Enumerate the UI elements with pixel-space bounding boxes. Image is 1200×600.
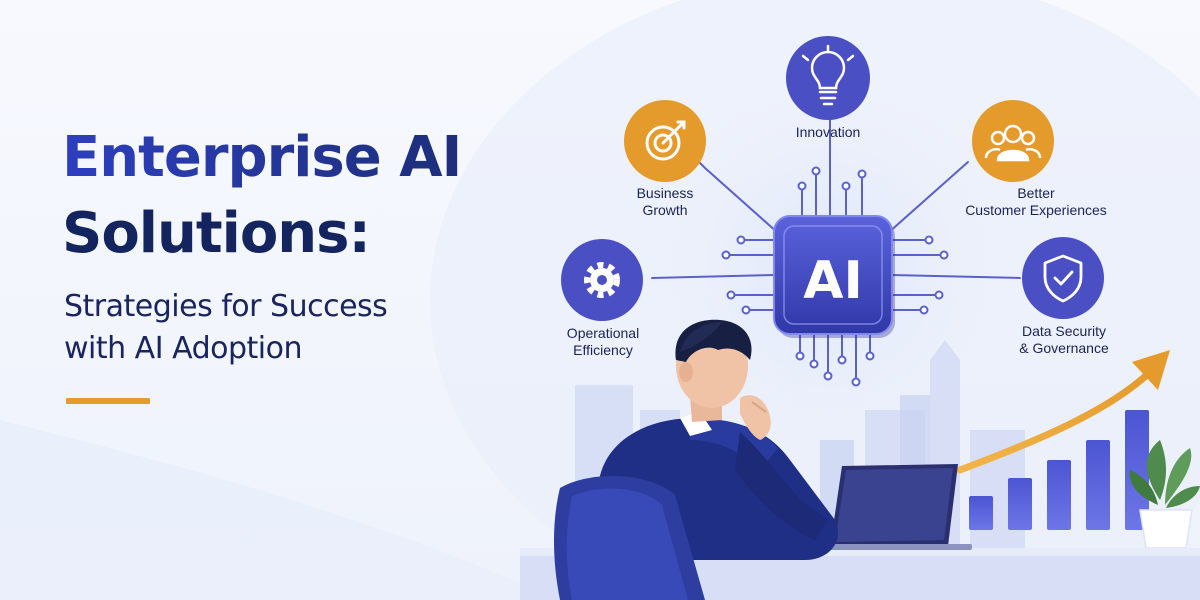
- laptop-illustration: [822, 464, 972, 550]
- label-data-security: Data Security & Governance: [1019, 323, 1109, 357]
- label-operational-efficiency: Operational Efficiency: [567, 325, 639, 359]
- users-icon: [984, 124, 1042, 162]
- label-customer-experiences-line-1: Better: [1017, 185, 1055, 201]
- node-operational-efficiency: [561, 239, 643, 321]
- gear-icon: [584, 262, 620, 298]
- label-innovation-text: Innovation: [795, 124, 861, 140]
- label-business-growth-line-1: Business: [636, 185, 694, 201]
- hero-subtitle-line-1: Strategies for Success: [64, 289, 388, 324]
- label-innovation: Innovation: [796, 124, 861, 141]
- node-customer-experiences: [972, 100, 1054, 182]
- growth-bars: [969, 410, 1149, 530]
- hero-subtitle: Strategies for Success with AI Adoption: [64, 286, 388, 370]
- shield-check-icon: [1043, 254, 1083, 303]
- node-data-security: [1022, 237, 1104, 319]
- label-data-security-line-2: & Governance: [1019, 340, 1109, 356]
- label-data-security-line-1: Data Security: [1021, 323, 1107, 339]
- label-business-growth-line-2: Growth: [642, 202, 688, 218]
- node-innovation: [786, 36, 870, 120]
- ai-chip-label: AI: [803, 251, 863, 311]
- target-icon: [645, 120, 686, 161]
- office-chair: [554, 475, 705, 600]
- label-operational-efficiency-line-1: Operational: [566, 325, 640, 341]
- growth-arrow-icon: [956, 350, 1170, 474]
- circuit-trace-dots: [721, 166, 949, 387]
- ai-chip: AI: [773, 215, 895, 338]
- lightbulb-icon: [801, 44, 855, 106]
- label-customer-experiences-line-2: Customer Experiences: [965, 202, 1107, 218]
- accent-underline: [66, 398, 150, 404]
- hero-subtitle-line-2: with AI Adoption: [64, 331, 303, 366]
- node-business-growth: [624, 100, 706, 182]
- hero-title-line-2: Solutions:: [62, 201, 371, 266]
- label-business-growth: Business Growth: [637, 185, 694, 219]
- label-customer-experiences: Better Customer Experiences: [965, 185, 1107, 219]
- label-operational-efficiency-line-2: Efficiency: [573, 342, 633, 358]
- circuit-traces: [651, 117, 1021, 379]
- hero-title-line-1: Enterprise AI: [62, 125, 462, 190]
